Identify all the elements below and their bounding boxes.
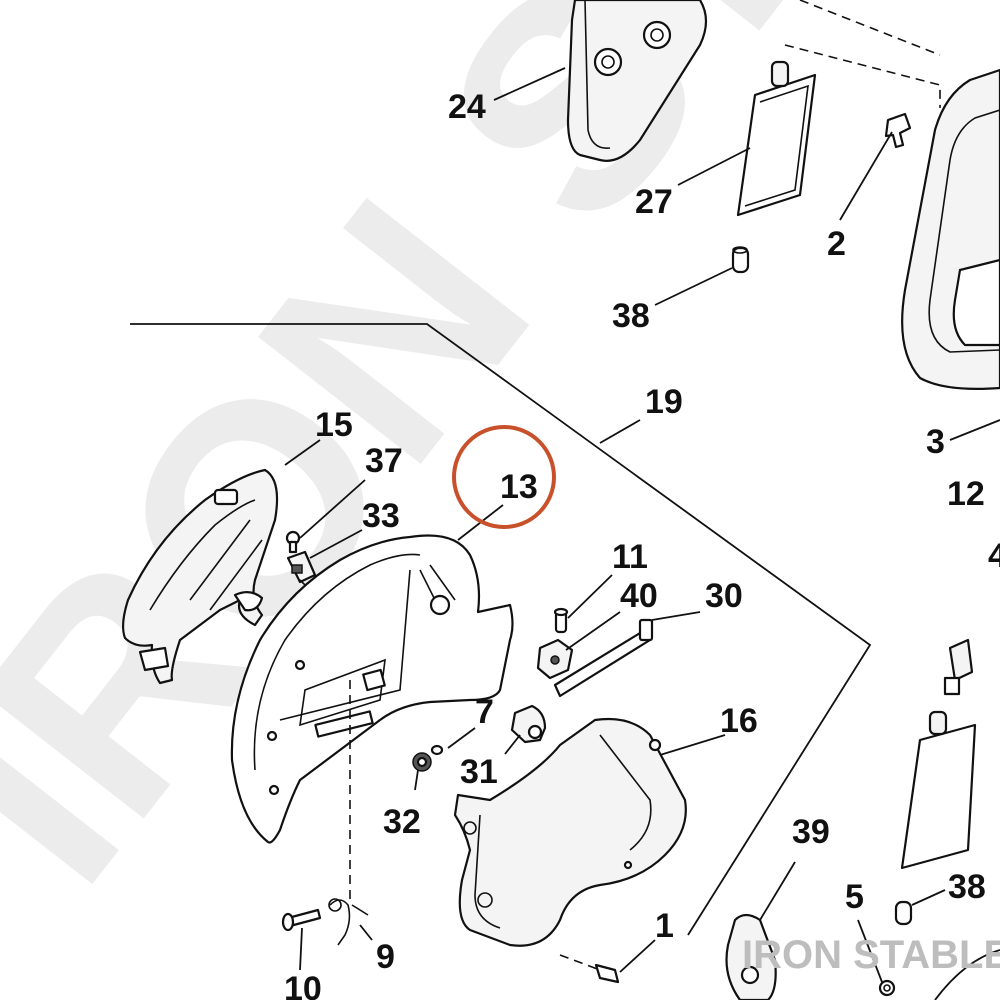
- callout-40: 40: [620, 577, 658, 615]
- part-9-spring: [328, 898, 369, 946]
- part-27-plate: [736, 60, 817, 217]
- callout-12: 12: [947, 475, 985, 513]
- callout-15: 15: [315, 406, 353, 444]
- callout-7: 7: [475, 693, 494, 731]
- callout-32: 32: [383, 803, 421, 841]
- callout-38-lower: 38: [948, 868, 986, 906]
- dashed-guide-1: [559, 954, 601, 971]
- callout-16: 16: [720, 702, 758, 740]
- part-10-pin: [281, 908, 322, 932]
- callout-30: 30: [705, 577, 743, 615]
- callout-10: 10: [284, 970, 322, 1000]
- highlight-circle: [452, 425, 556, 529]
- part-40-bracket: [536, 638, 574, 680]
- callout-31: 31: [460, 753, 498, 791]
- part-32-gear: [412, 752, 432, 772]
- callout-27: 27: [635, 183, 673, 221]
- part-2-pin: [884, 112, 912, 149]
- part-5-nut: [878, 979, 896, 997]
- callout-5: 5: [845, 878, 864, 916]
- wheel-arc: [934, 949, 1000, 1000]
- leader-lines: [284, 67, 1000, 983]
- callout-9: 9: [376, 938, 395, 976]
- part-3-housing: [901, 68, 1000, 390]
- dashed-guide-box: [784, 44, 941, 108]
- part-38-grommet-lower: [894, 900, 913, 926]
- part-33-clip: [286, 550, 317, 584]
- callout-38-upper: 38: [612, 297, 650, 335]
- part-38-grommet-upper: [731, 246, 750, 274]
- part-24-bracket: [566, 0, 708, 162]
- callout-4: 4: [988, 537, 1000, 575]
- part-37-screw: [285, 530, 301, 554]
- assembly-frame-line: [130, 323, 872, 936]
- part-16-shield: [453, 717, 687, 947]
- part-39-clamp: [725, 913, 777, 1000]
- part-13-cover: [230, 534, 514, 844]
- dashed-guide-top: [799, 0, 941, 56]
- part-31-knob: [510, 704, 547, 744]
- callout-labels: 24 27 2 38 19 3 12 4 15 37 33 13 11 40 3…: [284, 88, 1000, 1000]
- part-7-washer: [430, 744, 444, 756]
- callout-11: 11: [612, 538, 648, 576]
- part-1-screw: [594, 963, 620, 984]
- part-15-bracket: [121, 468, 279, 685]
- right-plate-lower: [900, 710, 977, 870]
- part-30-rod: [553, 618, 654, 698]
- part-11-screw: [553, 607, 569, 634]
- callout-13: 13: [500, 468, 538, 506]
- callout-19: 19: [645, 383, 683, 421]
- callout-33: 33: [362, 497, 400, 535]
- callout-24: 24: [448, 88, 486, 126]
- callout-39: 39: [792, 813, 830, 851]
- callout-3: 3: [926, 423, 945, 461]
- callout-37: 37: [365, 442, 403, 480]
- brand-watermark: IRON STABLE: [742, 933, 1000, 977]
- right-knob: [943, 638, 974, 696]
- callout-2: 2: [827, 225, 846, 263]
- callout-1: 1: [655, 907, 674, 945]
